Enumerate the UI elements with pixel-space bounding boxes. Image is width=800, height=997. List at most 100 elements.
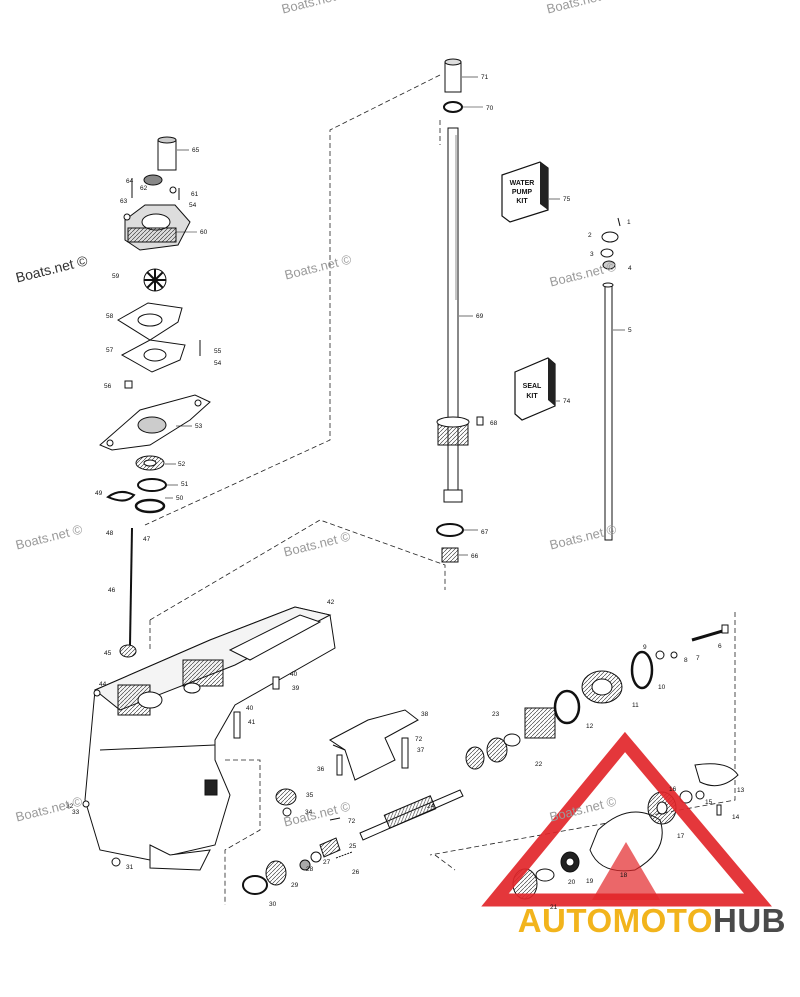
seal-kit-line1: SEAL [523,383,542,390]
pin-72 [329,817,341,821]
shift-shaft-45 [119,644,137,658]
part-label-61: 61 [191,191,199,198]
part-label-40: 40 [246,705,254,712]
part-label-54: 54 [189,202,197,209]
o-ring-10 [630,650,654,690]
cradle-25 [319,837,341,858]
bushing-71 [444,61,462,93]
part-label-4: 4 [628,265,632,272]
part-label-24: 24 [427,803,435,810]
part-label-46: 46 [108,587,116,594]
part-label-5: 5 [628,327,632,334]
gear-housing [82,527,336,871]
part-label-62: 62 [140,185,148,192]
part-label-74: 74 [563,398,571,405]
part-label-13: 13 [737,787,745,794]
part-label-49: 49 [95,490,103,497]
washer-16 [679,790,693,804]
automotohub-brand: AUTOMOTOHUB [518,902,786,940]
part-label-32: 32 [66,803,74,810]
part-label-21: 21 [550,904,558,911]
part-label-53: 53 [195,423,203,430]
anode-38 [329,709,419,781]
part-label-58: 58 [106,313,114,320]
seal-49 [106,491,136,502]
bearing-carrier-12a [524,707,556,739]
trim-tab-assembly [275,709,419,821]
water-pump-kit: WATER PUMP KIT [501,161,549,223]
part-label-7: 7 [696,655,700,662]
label-leaders [165,76,625,556]
spacer-20 [535,868,555,882]
dowel-56 [124,380,133,389]
brand-part1: AUTOMOTO [517,902,713,939]
part-label-19: 19 [586,878,594,885]
part-label-36: 36 [317,766,325,773]
gear-22 [486,737,508,763]
part-label-55: 55 [214,348,222,355]
prop-cone-13 [694,763,739,787]
part-label-67: 67 [481,529,489,536]
part-label-31: 31 [126,864,134,871]
part-label-20: 20 [568,879,576,886]
screw-37 [401,737,409,769]
grommet-64 [143,174,163,186]
o-ring-51 [137,478,167,492]
part-label-28: 28 [306,866,314,873]
part-label-1: 1 [627,219,631,226]
part-label-56: 56 [104,383,112,390]
part-label-8: 8 [684,657,688,664]
part-label-2: 2 [588,232,592,239]
clutch-28 [299,859,311,871]
part-label-16: 16 [669,786,677,793]
part-label-3: 3 [590,251,594,258]
part-label-41: 41 [248,719,256,726]
part-label-64: 64 [126,178,134,185]
part-label-60: 60 [200,229,208,236]
part-label-75: 75 [563,196,571,203]
water-pump-kit-line2: PUMP [512,189,533,196]
drive-shaft-assembly [436,58,621,563]
part-label-29: 29 [291,882,299,889]
water-tube-65 [157,139,177,171]
part-label-22: 22 [535,761,543,768]
bearing-66 [441,547,459,563]
part-label-72: 72 [348,818,356,825]
screw-32 [82,800,90,808]
screw-36 [336,754,343,776]
water-pump-kit-line3: KIT [516,198,528,205]
part-label-54: 54 [214,360,222,367]
gear-29 [265,860,287,886]
part-label-71: 71 [481,74,489,81]
o-ring-12 [553,689,581,725]
part-label-34: 34 [305,809,313,816]
seal-67 [436,523,464,537]
part-label-12: 12 [586,723,594,730]
part-label-47: 47 [143,536,151,543]
part-label-9: 9 [643,644,647,651]
seal-50 [134,498,166,514]
bolt-6 [691,628,727,642]
screw-41 [233,711,241,739]
part-label-42: 42 [327,599,335,606]
screw-14 [716,804,722,816]
pin-68 [476,416,484,426]
dashed-group-lines [144,74,736,905]
coupler-2 [601,231,619,243]
part-label-40: 40 [290,671,298,678]
part-label-30: 30 [269,901,277,908]
washer-34 [282,807,292,817]
part-label-18: 18 [620,872,628,879]
water-pump-stack [99,136,211,514]
part-label-48: 48 [106,530,114,537]
part-label-6: 6 [718,643,722,650]
bushing-4 [602,260,616,270]
washer-9 [655,650,665,660]
propeller-18 [589,811,663,872]
nut-15 [695,790,705,800]
shift-rod-46 [129,527,133,646]
part-label-33: 33 [72,809,80,816]
part-label-57: 57 [106,347,114,354]
washer-3 [600,248,614,258]
